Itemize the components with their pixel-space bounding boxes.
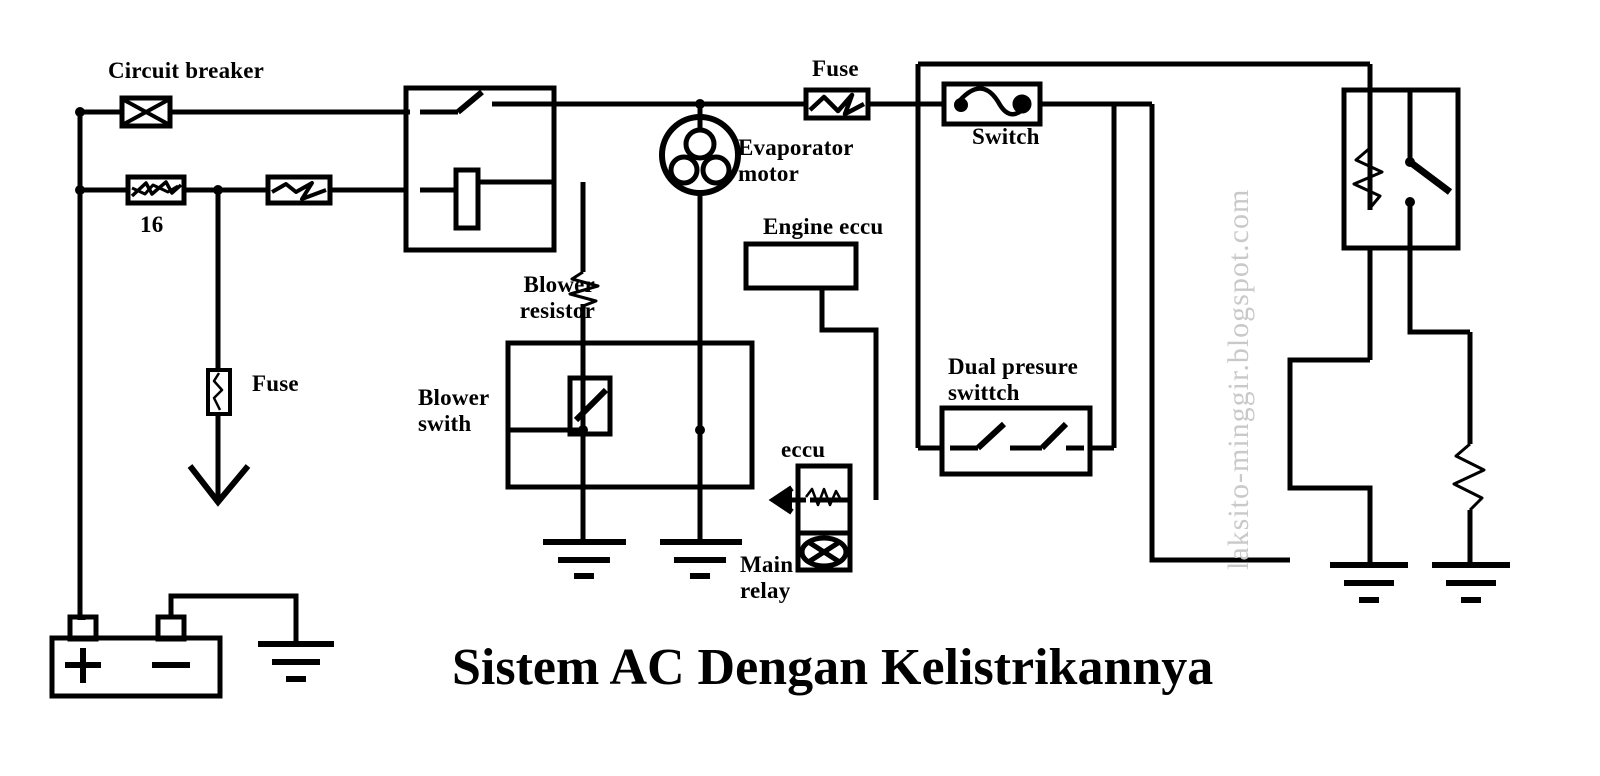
label-fuse-left: Fuse: [252, 371, 299, 396]
label-evaporator-motor: Evaporator motor: [738, 135, 854, 186]
blower-switch-box: [505, 340, 755, 490]
battery-body: [49, 635, 223, 699]
fuse-vertical-left-element: [212, 372, 224, 411]
evaporator-motor-blade-top: [683, 127, 717, 161]
relay-right-contact-arm: [1407, 159, 1453, 195]
dps-arm-right: [1039, 421, 1069, 451]
resistor-right-element: [1452, 442, 1486, 512]
watermark-text: laksito-minggir.blogspot.com: [1222, 188, 1255, 570]
switch-top-terminal-right: [1012, 94, 1032, 114]
label-eccu: eccu: [781, 437, 826, 462]
label-dual-pressure-switch: Dual presure swittch: [948, 354, 1078, 405]
blower-switch-arm: [573, 387, 609, 423]
fuse-inline-second-body: [265, 174, 333, 206]
label-fuse-top: Fuse: [812, 56, 859, 81]
label-engine-eccu: Engine eccu: [763, 214, 884, 239]
label-circuit-breaker: Circuit breaker: [108, 58, 265, 83]
fuse-vertical-left-body: [206, 368, 232, 416]
relay-left-box: [403, 85, 557, 253]
main-relay-coil-element: [805, 487, 844, 507]
battery-plus-sign: [65, 648, 101, 683]
label-main-relay: Main relay: [740, 552, 794, 603]
relay-right-coil-element: [1352, 146, 1384, 209]
relay-left-coil: [453, 167, 481, 231]
relay-right-box: [1341, 87, 1461, 251]
evaporator-motor-blade-right: [700, 154, 732, 186]
junction-top-rail-motor: [695, 99, 705, 109]
diagram-title: Sistem AC Dengan Kelistrikannya: [452, 639, 1214, 696]
wire-relay-right-to-resistor: [1407, 248, 1470, 335]
evaporator-motor-blade-left: [668, 154, 700, 186]
label-fuse-16: 16: [140, 212, 164, 237]
label-blower-resistor: Blower resistor: [519, 272, 595, 323]
fuse-16-element-b: [131, 183, 179, 196]
junction-left-bus-lower: [75, 185, 85, 195]
circuit-breaker-cross: [123, 98, 169, 126]
main-relay-compressor-cross: [808, 540, 840, 564]
wire-relay-right-coil-return: [1287, 357, 1373, 565]
main-relay-compressor-symbol: [799, 535, 849, 569]
engine-eccu-box: [743, 241, 859, 291]
blower-switch-contact-box: [567, 375, 613, 437]
junction-motor-blowerbox: [695, 425, 705, 435]
dual-pressure-switch-box: [939, 405, 1093, 477]
fuse-16-body: [125, 174, 187, 206]
fuse-top-element: [808, 92, 866, 117]
arrow-down-left-head: [187, 464, 251, 507]
circuit-breaker-body: [119, 95, 173, 129]
dps-arm-left: [975, 421, 1007, 451]
wire-switch-return-bus: [1149, 104, 1290, 563]
relay-left-contact-arm: [456, 89, 484, 115]
main-relay-box: [795, 463, 853, 573]
junction-left-bus-upper: [75, 107, 85, 117]
wire-engine-eccu-to-mainrelay: [819, 288, 879, 500]
junction-fuse16-branch: [213, 185, 223, 195]
arrow-left-eccu-head: [768, 485, 794, 515]
label-blower-switch: Blower swith: [418, 385, 490, 436]
wire-battery-neg-to-ground: [168, 593, 299, 644]
fuse-inline-second-element: [271, 181, 327, 201]
switch-top-terminal-left: [954, 98, 968, 112]
label-switch: Switch: [972, 124, 1040, 149]
blower-resistor-element: [568, 270, 600, 308]
